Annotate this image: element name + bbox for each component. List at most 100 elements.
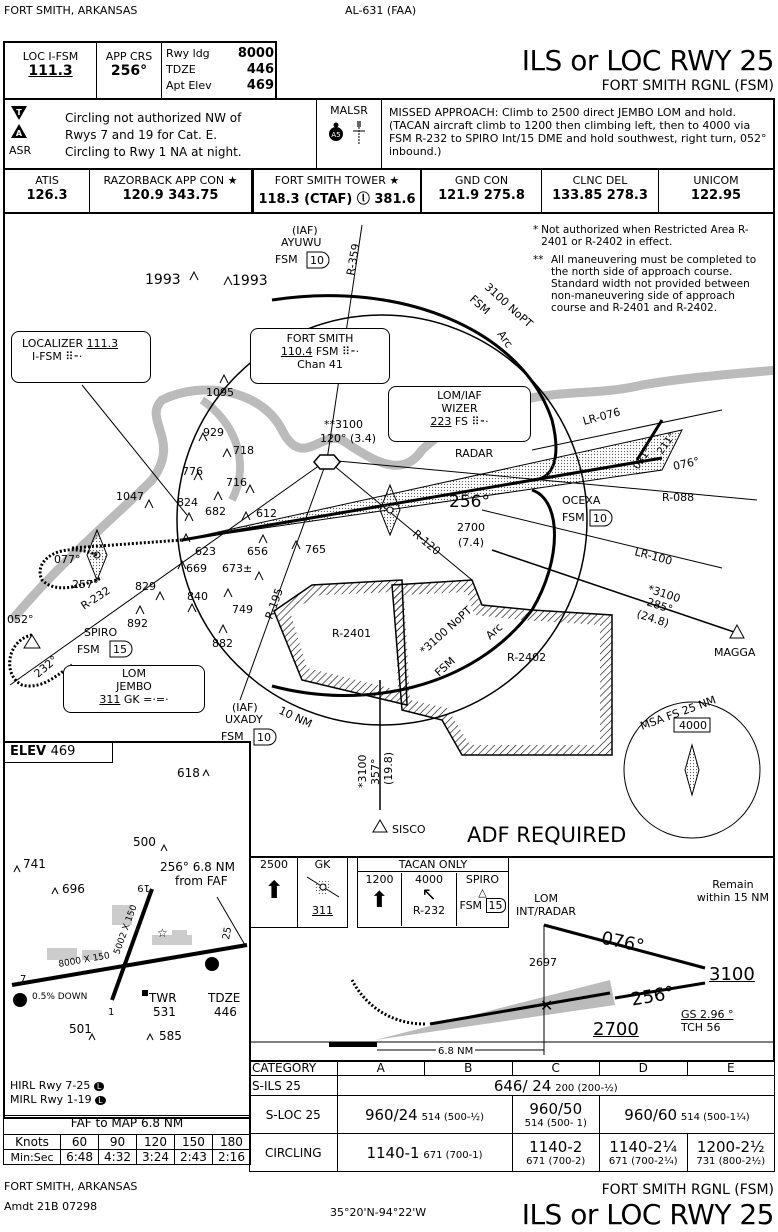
obstacle-label: 776 [182,465,203,478]
tacan-climb-alt: 1200 [365,873,394,886]
missed-approach-curve [350,979,426,1026]
ad-obstacle-label: 585 [159,1029,182,1043]
obstacle-label: 673± [222,562,252,575]
comm-name: GND CON [454,174,509,187]
lom-jembo-title: LOM [122,667,146,680]
obstacle-icon [144,498,154,509]
grade-label: 0.5% DOWN [32,992,87,1002]
holding-ocexa-arrow [635,419,664,461]
uxady-name: UXADY [225,713,263,726]
sisco-crs: 357° [369,759,382,786]
category-row: CATEGORY A B C D E [249,1060,775,1076]
profile-svg: ✕ [251,923,773,1055]
comm-value: 118.3 (CTAF) ⓛ 381.6 [258,192,416,207]
runway-1-19 [110,888,154,1001]
comm-name: UNICOM [693,174,739,187]
app-crs: 256° [110,63,148,79]
tacan-dme: 15 [485,898,506,913]
take-off-minimums-icon: T A [11,106,27,138]
time-value: 3:24 [136,1149,175,1165]
circling-notes: Circling not authorized NW of Rwys 7 and… [65,110,242,161]
comm-value: 121.9 275.8 [438,188,525,203]
time-row: Min:Sec 6:48 4:32 3:24 2:43 2:16 [2,1149,252,1165]
magga-name: MAGGA [714,646,756,659]
lom-wizer-box: LOM/IAF WIZER 223 FS ⠿⁃· [388,386,531,442]
obstacle-markers [135,270,301,634]
obstacle-label: 882 [212,637,233,650]
obstacle-icon [193,470,203,481]
circling-ab-main: 1140-1 [366,1143,420,1162]
timing-table: Knots 60 90 120 150 180 Min:Sec 6:48 4:3… [2,1134,252,1165]
localizer-leader [81,384,188,516]
ndb-freq: 311 [312,904,333,917]
airport-diagram: ELEV 469 ☆ 618 500 741 696 501 585 256° … [3,741,251,1119]
missed-icon-ndb: GK 311 [298,858,348,928]
sisco-dist: (19.8) [382,752,395,785]
obstacle-icon [222,447,232,458]
circling-d-main: 1140-2¼ [609,1138,678,1156]
knots-row: Knots 60 90 120 150 180 [2,1134,252,1150]
note-text: All maneuvering must be completed to the… [551,254,757,314]
ad-obstacle-label: 741 [23,857,46,871]
category-label: CATEGORY [249,1060,338,1076]
obstacle-label: 656 [247,545,268,558]
knots-value: 180 [211,1134,252,1150]
obstacle-label: 765 [305,543,326,556]
dme-box [253,728,277,746]
radar-label: RADAR [455,447,494,460]
spiro-name: SPIRO [84,626,118,639]
circling-c-main: 1140-2 [529,1138,583,1156]
obstacle-label: 718 [233,444,254,457]
airport-name: FORT SMITH RGNL (FSM) [601,78,774,94]
holding-jembo [38,548,103,590]
footer-airport: FORT SMITH RGNL (FSM) [601,1182,774,1198]
vortac-ident: FSM [315,345,339,358]
fix-x-icon: ✕ [540,996,553,1015]
obstacle-icon [189,270,199,281]
circling-e-sub: 731 (800-2½) [696,1156,766,1167]
knots-value: 60 [60,1134,100,1150]
sloc-c-sub: 514 (500- 1) [524,1118,587,1129]
time-value: 2:16 [211,1149,252,1165]
uxady-iaf: (IAF) [232,701,258,714]
r088-label: R-088 [662,491,694,504]
comm-approach: RAZORBACK APP CON ★120.9 343.75 [90,170,252,212]
ocexa-name: OCEXA [562,494,601,507]
localizer-label: LOCALIZER [22,337,84,350]
time-value: 6:48 [60,1149,100,1165]
category-b: B [424,1060,513,1076]
runway-19-label: 19 [137,882,150,893]
sloc-c-main: 960/50 [529,1100,583,1118]
localizer-box: LOCALIZER 111.3 I-FSM ⠿⁃· [11,331,151,383]
profile-distance: 6.8 NM [436,1046,476,1057]
airport-buildings [47,905,192,960]
svg-text:A5: A5 [331,131,340,139]
comm-value: 122.95 [690,188,742,203]
tower-label: TWR [148,991,177,1005]
lom-wizer-freq: 223 [430,415,452,428]
profile-view: 2500 ⬆ GK 311 TACAN ONLY 1200 ⬆ 4000 ↖ R… [249,856,775,1062]
knots-value: 150 [173,1134,213,1150]
lom-wizer-title: LOM/IAF [437,389,482,402]
alt-2700: 2700 [457,521,485,534]
spiro-fsm: FSM [77,643,100,656]
lr100-label: LR-100 [633,545,673,567]
obstacle-icon [258,533,268,544]
tacan-only-box: TACAN ONLY 1200 ⬆ 4000 ↖ R-232 SPIRO △ F… [357,858,509,928]
vortac-chan: Chan 41 [297,358,343,371]
obstacle-label: 716 [226,476,247,489]
tdze: 446 [246,62,274,77]
spiro-dme: 15 [113,643,127,656]
minimums-table: CATEGORY A B C D E S-ILS 25 646/ 24 200 … [249,1060,775,1172]
inbound-label: 256° 6.8 NM [160,860,235,874]
remain-note: Remain within 15 NM [697,878,769,904]
obstacle-icon [146,1032,154,1041]
missed-approach-text: MISSED APPROACH: Climb to 2500 direct JE… [389,106,767,158]
ad-obstacle-label: 618 [177,766,200,780]
morse-code-icon: =·=· [143,693,169,706]
obstacle-label: 1095 [206,386,234,399]
